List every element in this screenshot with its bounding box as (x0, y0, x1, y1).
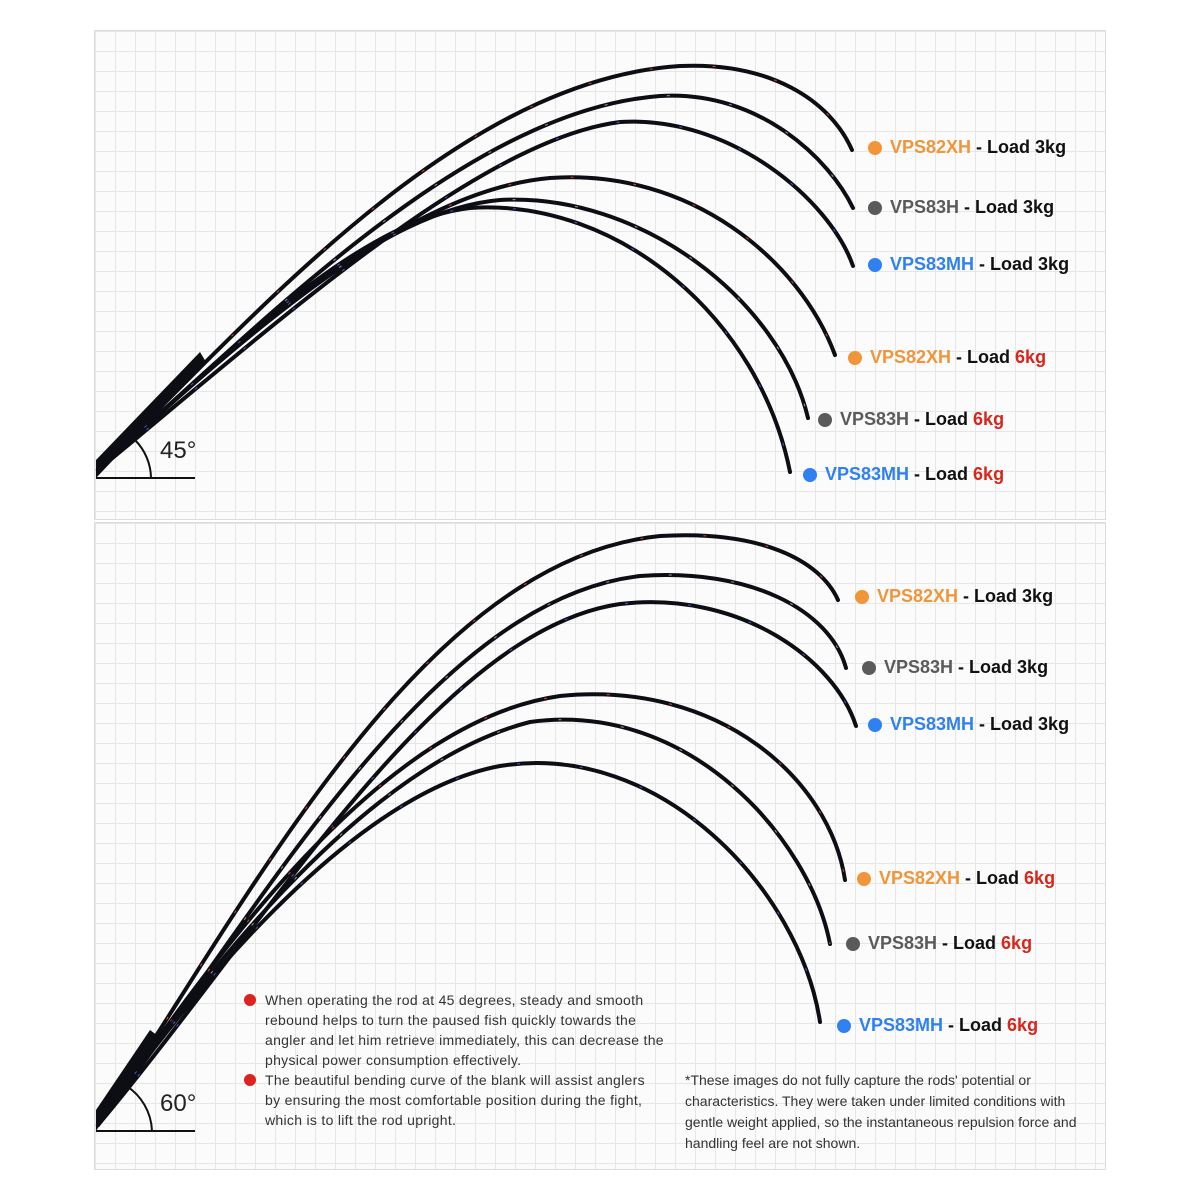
note-item: When operating the rod at 45 degrees, st… (244, 990, 664, 1070)
rod-model: VPS83MH (890, 714, 975, 734)
legend-dot-icon (855, 589, 869, 604)
legend-dot-icon (868, 257, 882, 272)
rod-label: VPS83MH - Load 3kg (868, 254, 1069, 275)
rod-model: VPS83MH (890, 254, 975, 274)
notes-list: When operating the rod at 45 degrees, st… (244, 990, 664, 1130)
load-value: 6kg (1007, 1015, 1039, 1035)
legend-dot-icon (868, 200, 882, 215)
rod-label: VPS82XH - Load 6kg (848, 347, 1046, 368)
rod-blank (96, 175, 837, 472)
load-prefix: - Load (953, 657, 1018, 677)
rod-model: VPS83H (868, 933, 938, 953)
load-value: 6kg (1001, 933, 1033, 953)
load-prefix: - Load (943, 1015, 1008, 1035)
rod-model: VPS83H (890, 197, 960, 217)
load-value: 6kg (973, 409, 1005, 429)
rod-handle (96, 1030, 158, 1131)
legend-dot-icon (857, 871, 871, 886)
rod-blank (96, 205, 792, 474)
legend-dot-icon (868, 717, 882, 732)
load-prefix: - Load (971, 137, 1036, 157)
legend-dot-icon (846, 936, 860, 951)
load-prefix: - Load (959, 197, 1024, 217)
rod-blank (96, 717, 832, 1127)
load-value: 6kg (1015, 347, 1047, 367)
load-prefix: - Load (909, 409, 974, 429)
rod-model: VPS82XH (879, 868, 961, 888)
load-value: 3kg (1023, 197, 1055, 217)
load-prefix: - Load (960, 868, 1025, 888)
rod-guide-marks (97, 121, 854, 471)
rod-model: VPS82XH (877, 586, 959, 606)
load-value: 3kg (1038, 714, 1070, 734)
load-value: 3kg (1017, 657, 1049, 677)
rod-model: VPS82XH (870, 347, 952, 367)
rod-handle (96, 352, 206, 478)
panel-45-degrees (94, 30, 1106, 520)
rod-guide-marks (97, 199, 809, 471)
rod-label: VPS82XH - Load 6kg (857, 868, 1055, 889)
legend-dot-icon (837, 1018, 851, 1033)
rod-label: VPS83MH - Load 6kg (837, 1015, 1038, 1036)
legend-dot-icon (862, 660, 876, 675)
rod-blank (96, 119, 855, 472)
load-value: 3kg (1038, 254, 1070, 274)
load-prefix: - Load (909, 464, 974, 484)
rods-45-group (96, 63, 855, 478)
legend-dot-icon (868, 140, 882, 155)
rod-label: VPS82XH - Load 3kg (855, 586, 1053, 607)
rod-label: VPS82XH - Load 3kg (868, 137, 1066, 158)
load-value: 3kg (1035, 137, 1067, 157)
rod-blank (96, 93, 855, 472)
load-prefix: - Load (974, 714, 1039, 734)
red-bullet-icon (244, 1074, 256, 1086)
rod-model: VPS83H (884, 657, 954, 677)
load-value: 6kg (1024, 868, 1056, 888)
load-value: 3kg (1022, 586, 1054, 606)
legend-dot-icon (803, 467, 817, 482)
rod-label: VPS83MH - Load 6kg (803, 464, 1004, 485)
rod-blank (96, 533, 840, 1127)
rod-model: VPS82XH (890, 137, 972, 157)
rod-blank (96, 692, 847, 1127)
angle-arc-45 (134, 439, 152, 479)
load-prefix: - Load (974, 254, 1039, 274)
angle-label-60: 60° (160, 1090, 197, 1117)
rod-model: VPS83MH (825, 464, 910, 484)
load-prefix: - Load (937, 933, 1002, 953)
note-item: The beautiful bending curve of the blank… (244, 1070, 664, 1130)
angle-arc-60 (124, 1084, 153, 1132)
rod-guide-marks (97, 65, 853, 471)
rod-label: VPS83MH - Load 3kg (868, 714, 1069, 735)
red-bullet-icon (244, 994, 256, 1006)
disclaimer-text: *These images do not fully capture the r… (685, 1072, 1077, 1151)
load-value: 6kg (973, 464, 1005, 484)
rod-blank (96, 63, 854, 472)
rod-label: VPS83H - Load 6kg (818, 409, 1004, 430)
rod-guide-marks (97, 206, 791, 473)
note-text: When operating the rod at 45 degrees, st… (265, 992, 664, 1068)
rod-label: VPS83H - Load 3kg (868, 197, 1054, 218)
rods-60-group (96, 533, 858, 1131)
rod-model: VPS83MH (859, 1015, 944, 1035)
load-prefix: - Load (958, 586, 1023, 606)
rod-guide-marks (97, 574, 847, 1126)
rod-label: VPS83H - Load 6kg (846, 933, 1032, 954)
legend-dot-icon (848, 350, 862, 365)
rod-label: VPS83H - Load 3kg (862, 657, 1048, 678)
rod-guide-marks (97, 95, 854, 471)
rod-blank (96, 761, 822, 1127)
legend-dot-icon (818, 412, 832, 427)
note-text: The beautiful bending curve of the blank… (265, 1072, 645, 1128)
panel-60-degrees (94, 522, 1106, 1170)
angle-label-45: 45° (160, 437, 197, 464)
rod-blank (96, 197, 810, 472)
rod-model: VPS83H (840, 409, 910, 429)
load-prefix: - Load (951, 347, 1016, 367)
